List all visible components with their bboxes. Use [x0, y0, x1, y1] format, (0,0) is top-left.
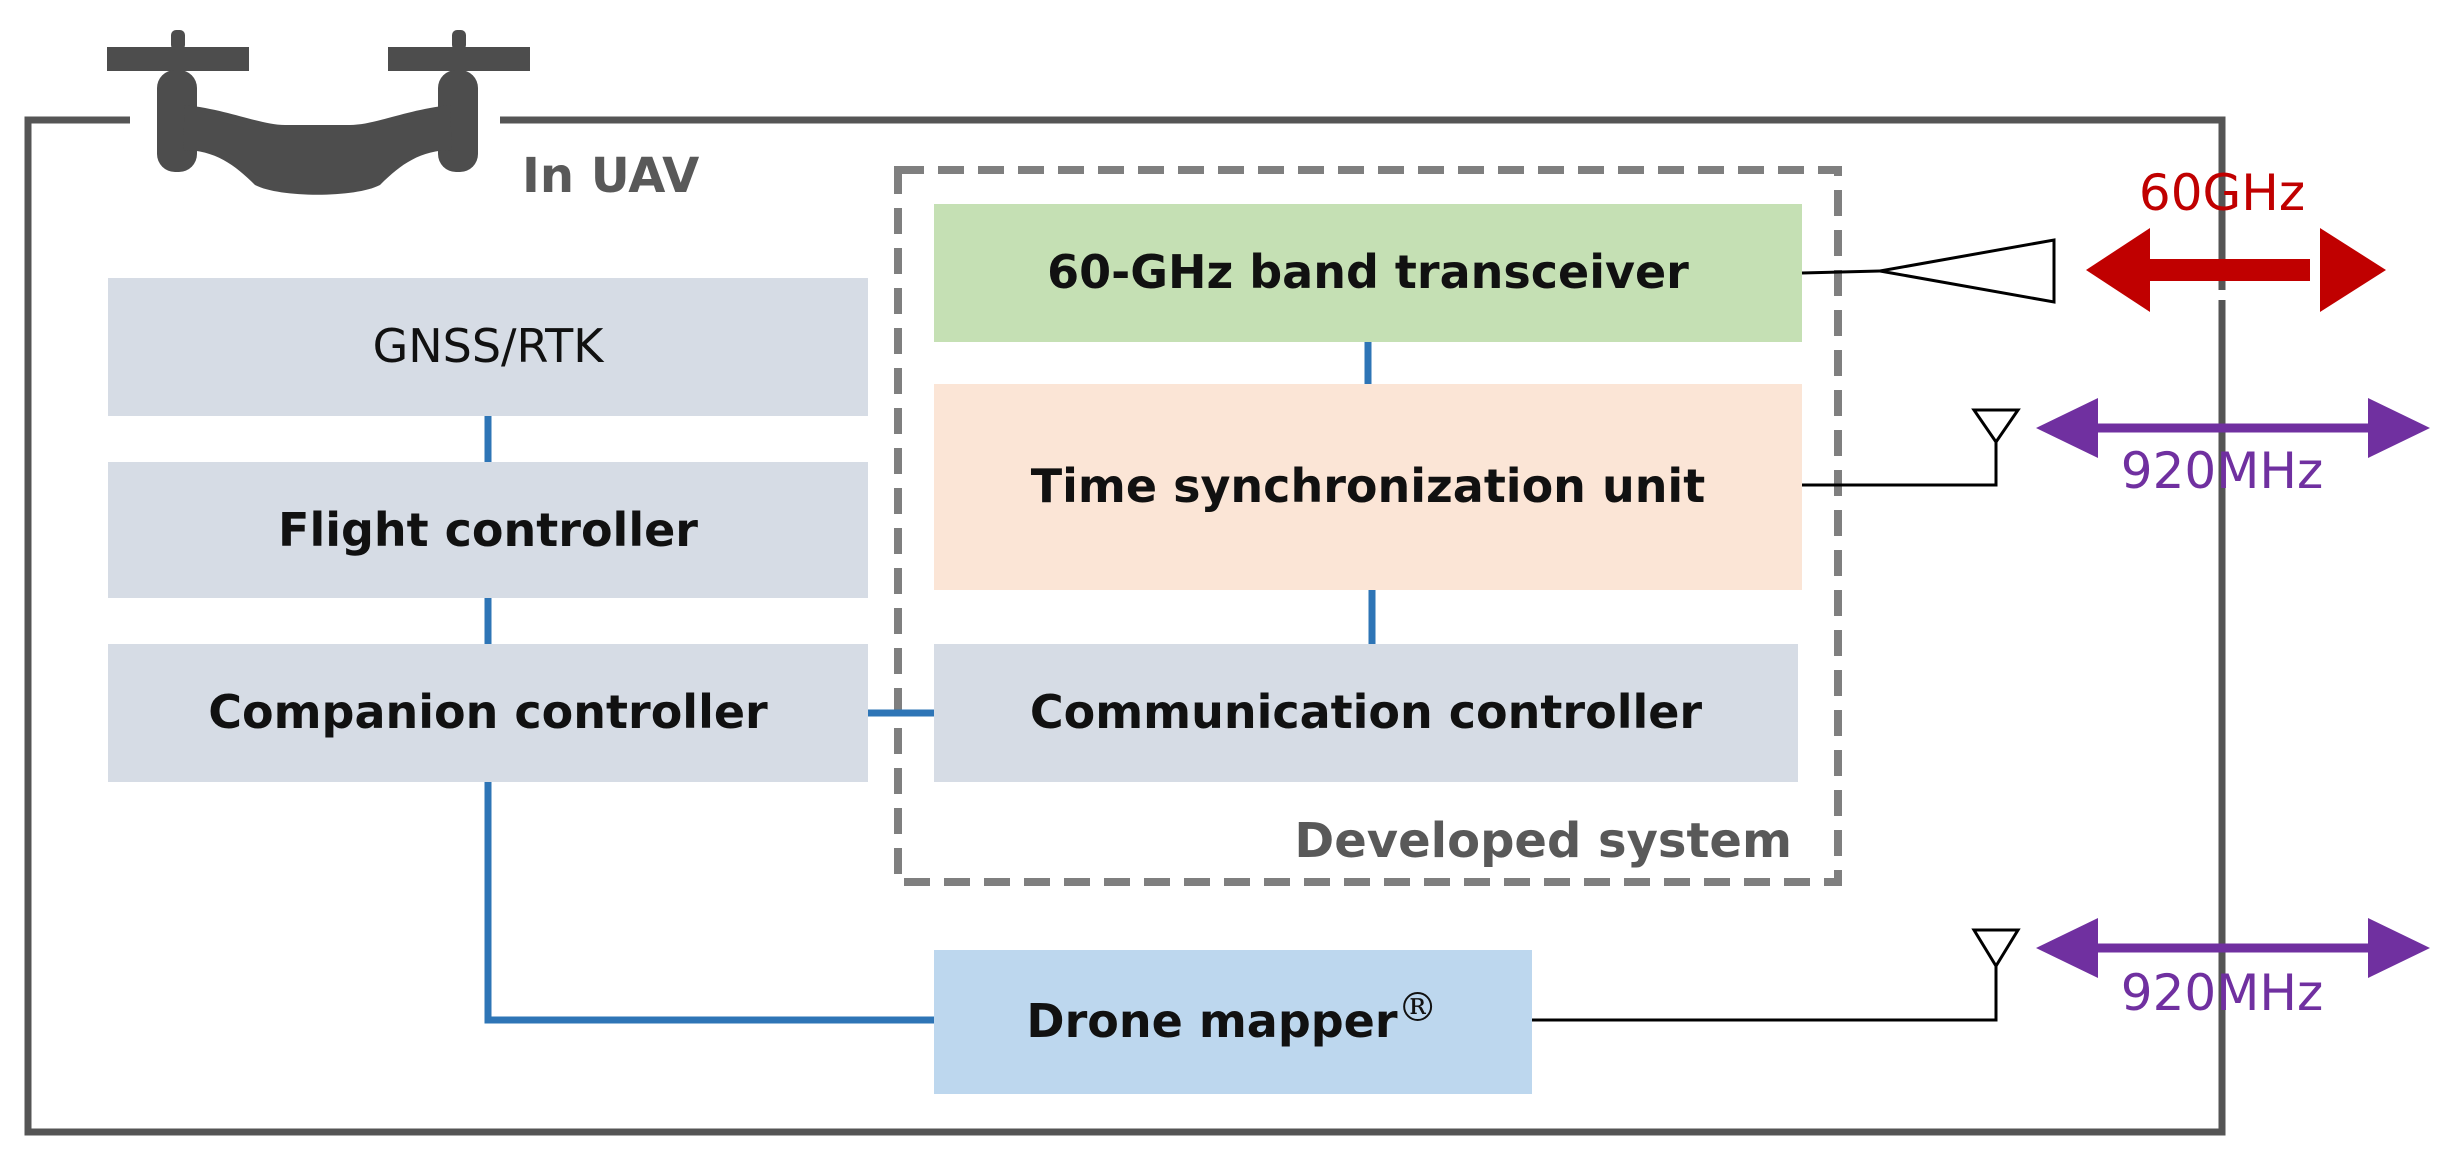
- uav-frame: [24, 116, 2226, 1136]
- transceiver-block: 60-GHz band transceiver: [934, 204, 1802, 342]
- comm-controller-block: Communication controller: [934, 644, 1798, 782]
- developed-system-label: Developed system: [1294, 813, 1792, 869]
- in-uav-label: In UAV: [522, 148, 699, 204]
- drone-mapper-block: Drone mapper®: [934, 950, 1532, 1094]
- antenna-icon: [1971, 928, 2021, 969]
- flight-controller-block: Flight controller: [108, 462, 868, 598]
- drone-mapper-label: Drone mapper®: [1026, 985, 1437, 1048]
- time-sync-label: Time synchronization unit: [1031, 459, 1705, 513]
- registered-mark: ®: [1398, 985, 1438, 1031]
- flight-controller-label: Flight controller: [278, 503, 698, 557]
- internal-connectors: [484, 342, 1376, 1024]
- gnss-label: GNSS/RTK: [373, 319, 606, 373]
- developed-system-boundary: [894, 166, 1842, 886]
- companion-controller-block: Companion controller: [108, 644, 868, 782]
- antenna-icon: [1971, 408, 2021, 445]
- link-920-bottom-arrow: [2036, 918, 2430, 978]
- companion-controller-label: Companion controller: [208, 685, 768, 739]
- link-920-top-arrow: [2036, 398, 2430, 458]
- drone-icon: [107, 30, 530, 195]
- antenna-feeds: [1532, 269, 1998, 1022]
- horn-antenna-icon: [1879, 238, 2056, 304]
- comm-controller-label: Communication controller: [1030, 685, 1703, 739]
- drone-mapper-name: Drone mapper: [1026, 994, 1397, 1048]
- link-920-top-label: 920MHz: [2121, 442, 2323, 500]
- link-60ghz-label: 60GHz: [2139, 164, 2305, 222]
- gnss-block: GNSS/RTK: [108, 278, 868, 416]
- link-60ghz-arrow: [2086, 228, 2386, 312]
- link-920-bottom-label: 920MHz: [2121, 964, 2323, 1022]
- time-sync-block: Time synchronization unit: [934, 384, 1802, 590]
- transceiver-label: 60-GHz band transceiver: [1047, 245, 1689, 299]
